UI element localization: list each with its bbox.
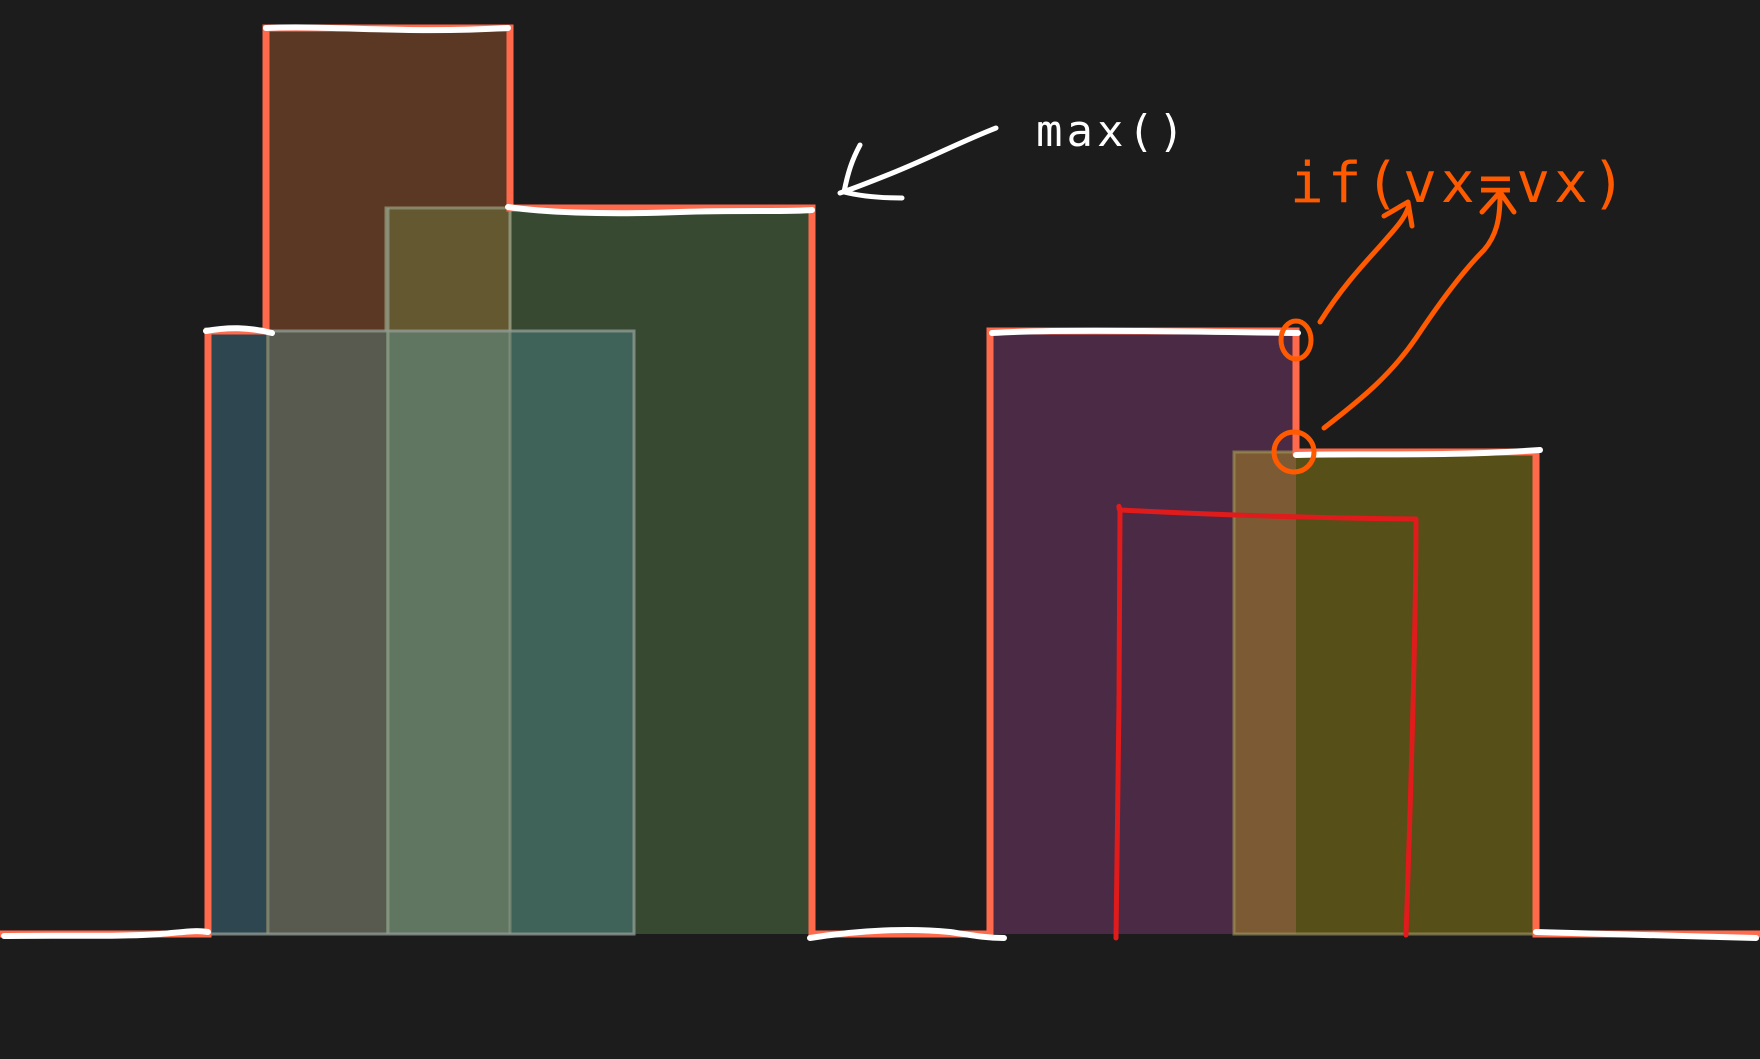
white-stroke-teal-top (203, 325, 275, 336)
arrow-up-icon (1321, 189, 1517, 431)
white-stroke-brown-top (263, 24, 511, 34)
arrow-up-icon (1317, 199, 1415, 325)
circle-marker-icon (1271, 429, 1317, 475)
white-stroke-green-top (505, 204, 815, 217)
white-stroke-ground-left (1, 928, 211, 939)
max-label: max() (1036, 106, 1188, 157)
bar-olive-overlap (384, 206, 512, 334)
white-stroke-olive-top (1293, 447, 1543, 458)
skyline-white-strokes (1, 24, 1759, 941)
if-condition-label: if(vx=vx) (1290, 151, 1629, 216)
left-building-group (206, 28, 812, 936)
white-stroke-purple-top (989, 327, 1301, 336)
arrow-left-down-icon (837, 125, 999, 201)
right-building-group (990, 331, 1538, 936)
overlap-teal-green (510, 331, 634, 934)
overlap-purple-olive (1234, 452, 1296, 934)
white-stroke-ground-mid (807, 927, 1007, 941)
overlap-teal-brown (266, 331, 386, 934)
white-stroke-ground-right (1533, 929, 1759, 941)
circle-marker-icon (1278, 318, 1314, 362)
overlap-teal-green-brown (386, 331, 510, 934)
query-red-outline (1113, 503, 1419, 941)
